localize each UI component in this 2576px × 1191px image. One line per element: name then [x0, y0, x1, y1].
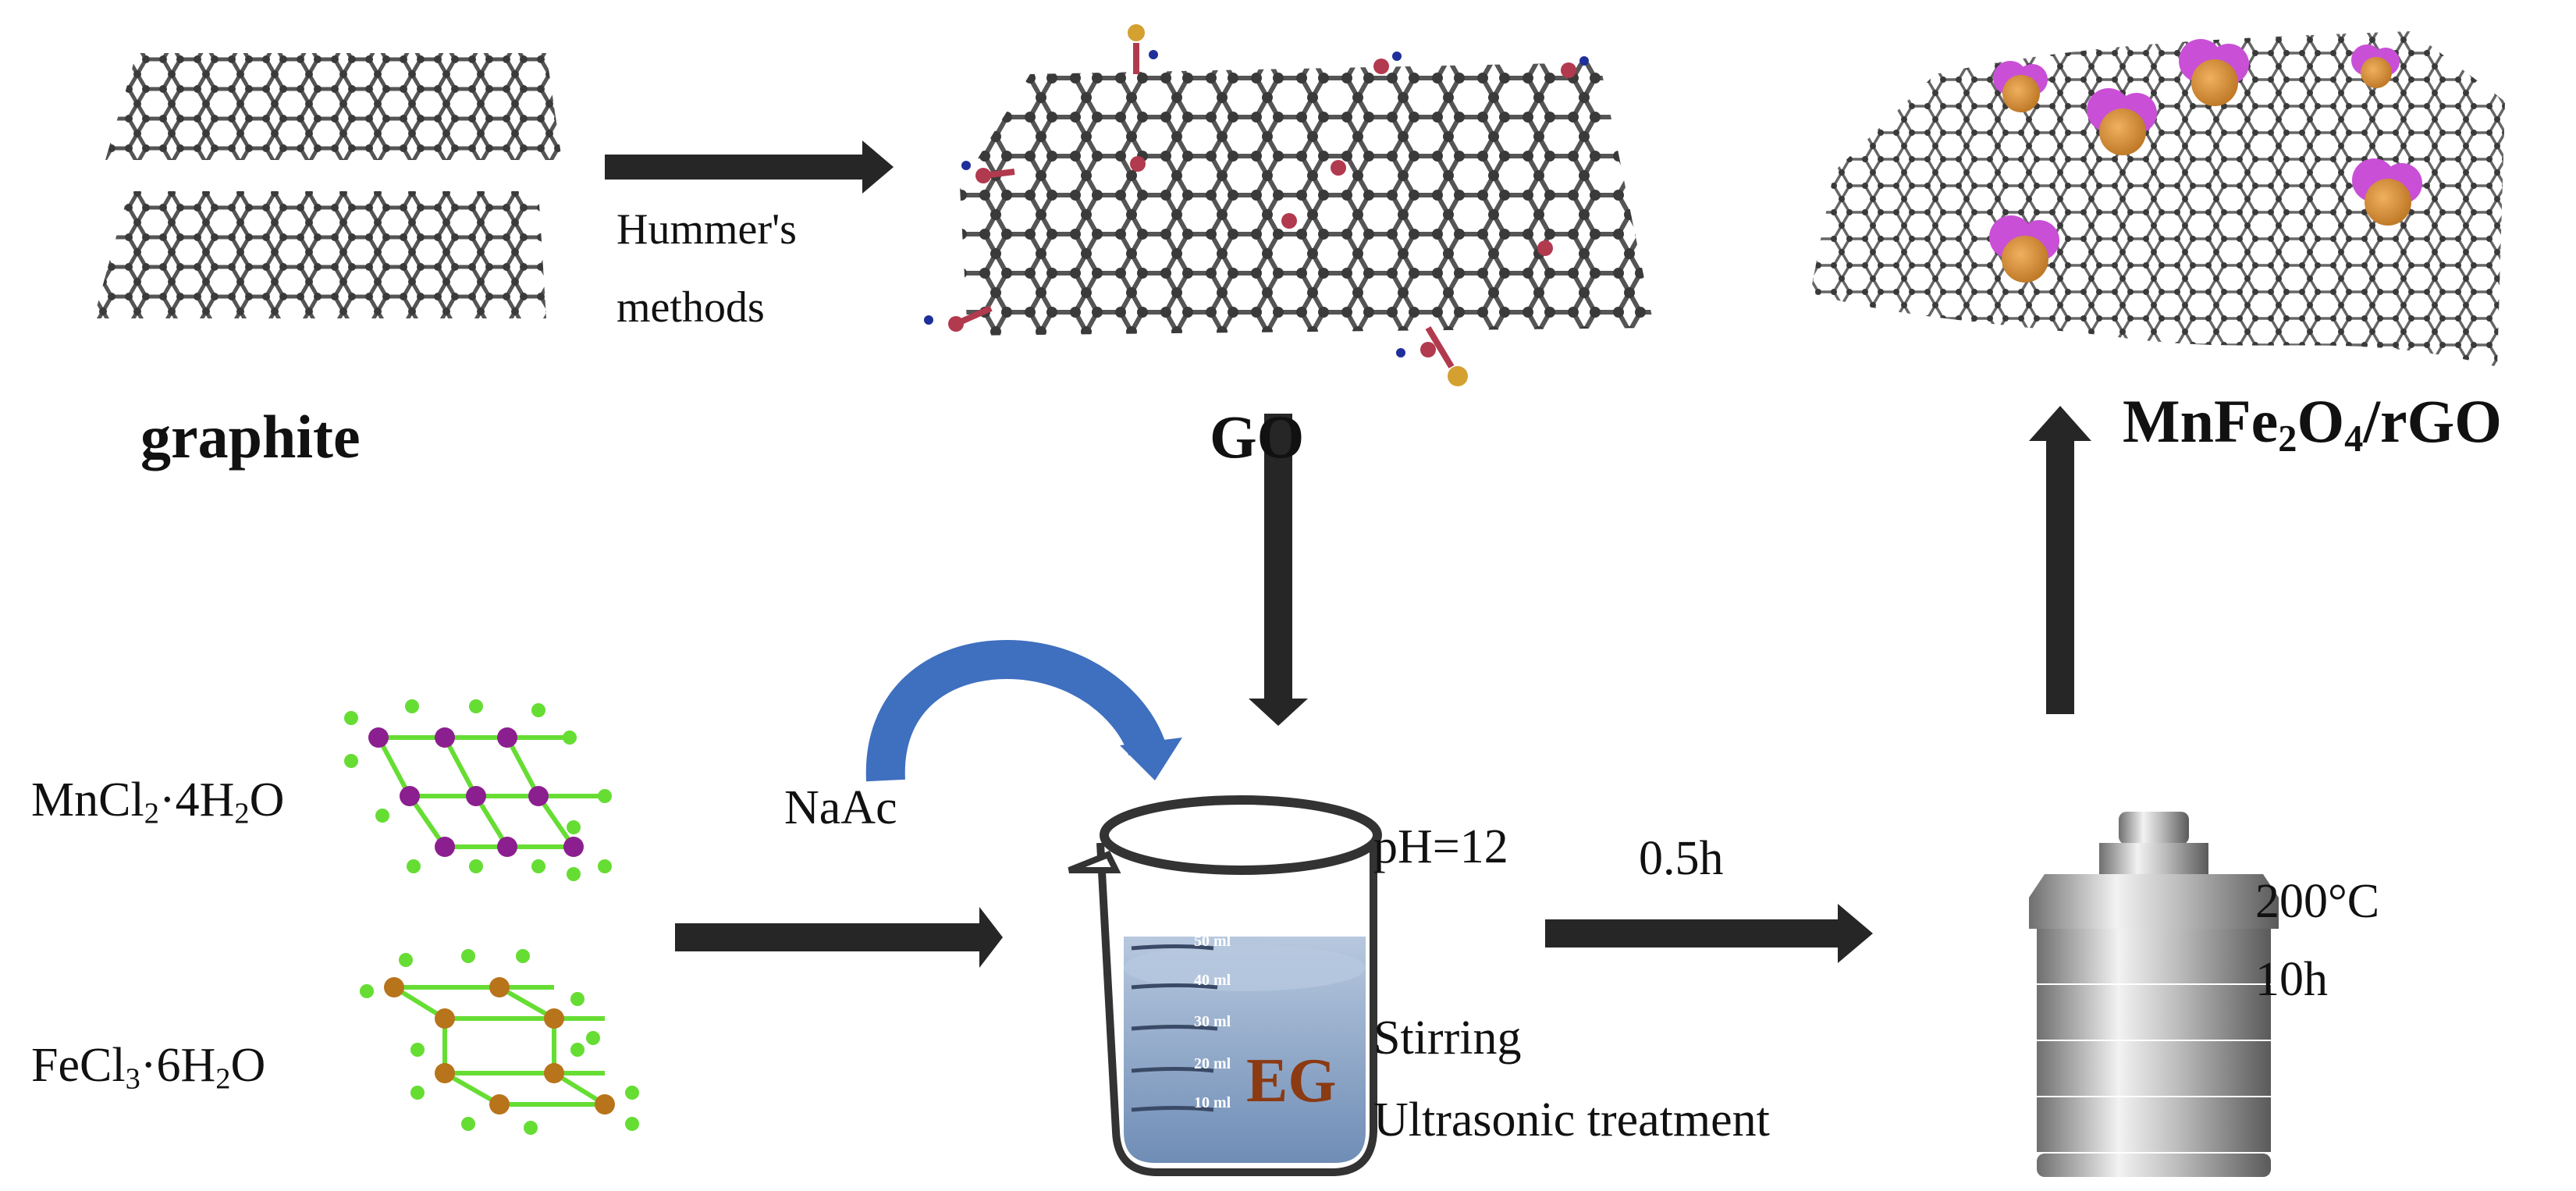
rgo-sheet	[1810, 31, 2505, 367]
temperature-label: 200°C	[2255, 875, 2380, 928]
nanoparticle	[1993, 61, 2048, 112]
arrow-graphite-to-go	[605, 140, 894, 194]
go-structure	[924, 24, 1654, 386]
curved-arrow-naac	[865, 639, 1166, 782]
beaker-spout	[1068, 850, 1121, 873]
autoclave	[2029, 812, 2279, 1177]
stirring-label: Stirring	[1373, 1011, 1522, 1065]
product-label: MnFe2O4/rGO	[2123, 387, 2502, 460]
arrow-precursors-to-beaker	[675, 907, 1003, 968]
nanoparticle	[2087, 88, 2157, 155]
beaker-mark-10: 10 ml	[1194, 1094, 1231, 1111]
beaker-mark-20: 20 ml	[1194, 1055, 1231, 1072]
beaker-mark-40: 40 ml	[1194, 972, 1231, 989]
fecl3-crystal	[360, 949, 639, 1135]
ph-label: pH=12	[1373, 820, 1508, 873]
beaker-mark-30: 30 ml	[1194, 1013, 1231, 1030]
ultrasonic-label: Ultrasonic treatment	[1373, 1093, 1770, 1147]
beaker	[1068, 795, 1382, 1176]
beaker-glass	[1096, 835, 1377, 1176]
graphite-structure	[94, 53, 562, 318]
arrow-go-to-beaker	[1249, 414, 1308, 726]
graphite-label: graphite	[140, 403, 361, 471]
eg-label: EG	[1246, 1047, 1337, 1115]
go-label: GO	[1210, 403, 1305, 471]
arrow-autoclave-to-product	[2029, 406, 2091, 714]
go-sheet	[960, 62, 1654, 336]
hummers-label-line1: Hummer's	[616, 205, 797, 254]
curved-arrow-head	[1120, 738, 1182, 780]
duration-label: 10h	[2255, 953, 2328, 1006]
arrows	[605, 140, 2091, 968]
graphite-layer-top	[105, 53, 562, 160]
hummers-label-line2: methods	[616, 283, 765, 332]
naac-label: NaAc	[784, 781, 897, 834]
nanoparticle	[2351, 44, 2400, 88]
nanoparticles	[1989, 39, 2422, 283]
nanoparticle	[1989, 215, 2059, 283]
fecl3-label: FeCl3·6H2O	[31, 1039, 266, 1096]
mncl2-crystal	[344, 699, 612, 881]
rgo-structure	[1810, 31, 2505, 367]
nanoparticle	[2179, 39, 2249, 106]
beaker-rim	[1100, 795, 1382, 875]
beaker-mark-50: 50 ml	[1194, 933, 1231, 950]
beaker-graduations	[1131, 944, 1218, 1112]
stir-time-label: 0.5h	[1639, 832, 1724, 885]
mncl2-label: MnCl2·4H2O	[31, 773, 285, 830]
graphite-layer-bottom	[94, 191, 546, 318]
nanoparticle	[2352, 158, 2422, 226]
oxygen-groups	[924, 24, 1589, 386]
arrow-beaker-to-autoclave	[1545, 904, 1873, 963]
